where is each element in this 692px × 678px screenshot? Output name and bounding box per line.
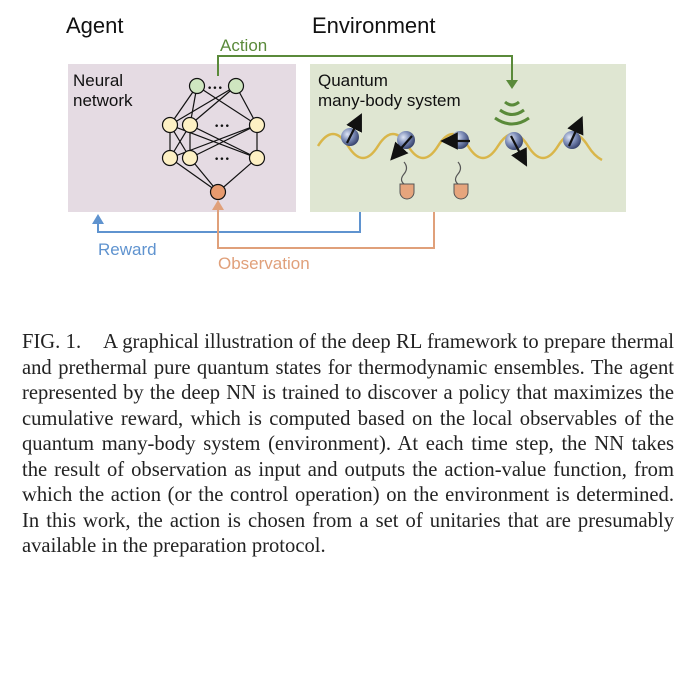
reward-arrow [92,212,361,233]
spin-icon [440,131,470,150]
action-label: Action [220,36,267,55]
agent-heading: Agent [66,13,124,38]
caption-label: FIG. 1. [22,331,82,353]
rl-framework-figure: Agent Environment Action Neural network … [66,13,626,273]
spin-icon [563,115,584,149]
figure-caption: FIG. 1.A graphical illustration of the d… [22,330,674,560]
action-arrow [217,55,518,89]
system-label-line2: many-body system [318,91,461,110]
hidden-dots-1: ••• [214,122,230,132]
control-field-icon [494,100,530,126]
detector-icon [453,161,469,200]
observation-arrow [212,200,435,249]
neural-network-icon [161,77,266,201]
reward-label: Reward [98,240,157,259]
spin-icon [390,131,415,161]
environment-heading: Environment [312,13,436,38]
neural-network-label-line2: network [73,91,133,110]
spin-icon [505,132,528,167]
caption-text: A graphical illustration of the deep RL … [22,331,674,557]
system-label-line1: Quantum [318,71,388,90]
spin-icon [341,113,362,146]
neural-network-label-line1: Neural [73,71,123,90]
detector-icon [399,161,415,200]
output-dots: ••• [207,84,223,94]
hidden-dots-2: ••• [214,155,230,165]
observation-label: Observation [218,254,310,273]
